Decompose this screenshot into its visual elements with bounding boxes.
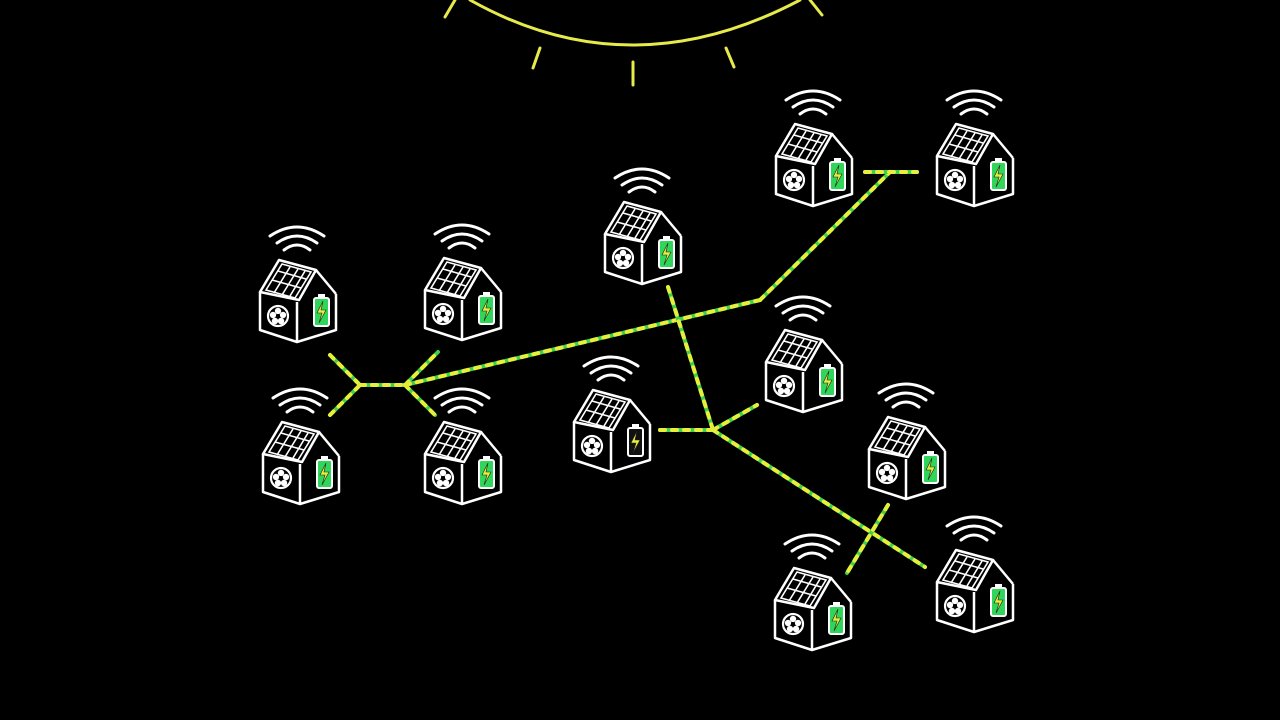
solar-house-icon [261, 387, 341, 506]
power-line-dash [328, 383, 362, 417]
power-grid-lines [328, 170, 927, 575]
power-line-dash [711, 428, 927, 569]
solar-house-icon [603, 167, 683, 286]
battery-charging-icon [478, 292, 495, 325]
battery-charging-icon [828, 602, 845, 635]
battery-charging-icon [313, 294, 330, 327]
solar-house-icon [935, 89, 1015, 208]
power-line-dash [666, 285, 715, 432]
solar-house-icon [258, 225, 338, 344]
solar-house-icon [423, 387, 503, 506]
solar-house-icon [867, 382, 947, 501]
battery-charging-icon [829, 158, 846, 191]
power-line-dash [403, 383, 437, 417]
power-line-dash [845, 503, 890, 575]
battery-charging-icon [478, 456, 495, 489]
battery-charging-icon [627, 424, 644, 457]
solar-house-icon [572, 355, 652, 474]
solar-house-icon [774, 89, 854, 208]
solar-house-icon [773, 533, 853, 652]
solar-house-icon [423, 223, 503, 342]
power-line-dash [758, 170, 892, 302]
power-line-dash [328, 353, 362, 387]
sun-arc-icon [443, 0, 824, 87]
power-line-dash [403, 298, 762, 387]
battery-charging-icon [990, 158, 1007, 191]
power-line-dash [403, 350, 440, 387]
battery-charging-icon [990, 584, 1007, 617]
solar-house-icon [935, 515, 1015, 634]
battery-charging-icon [922, 451, 939, 484]
solar-house-icon [764, 295, 844, 414]
power-line-dash [711, 403, 759, 432]
battery-charging-icon [819, 364, 836, 397]
battery-charging-icon [658, 236, 675, 269]
battery-charging-icon [316, 456, 333, 489]
